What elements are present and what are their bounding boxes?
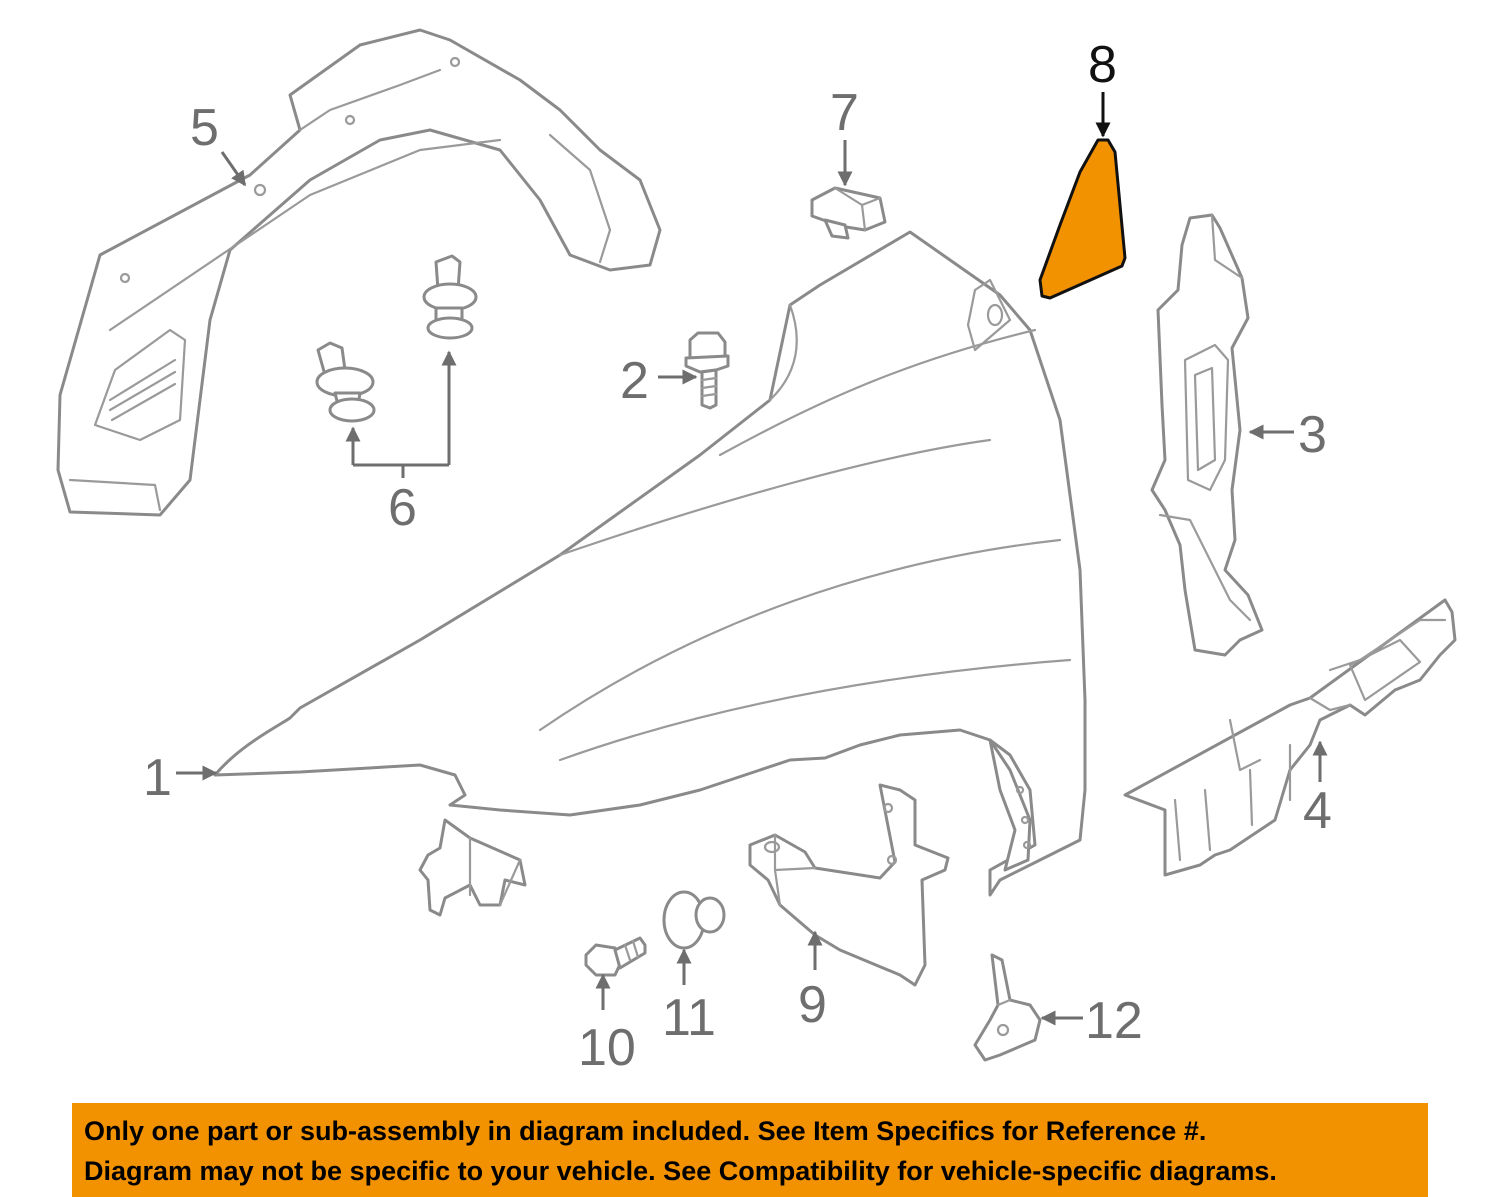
notice-line-2: Diagram may not be specific to your vehi… bbox=[84, 1156, 1277, 1186]
notice-line-1: Only one part or sub-assembly in diagram… bbox=[84, 1116, 1207, 1146]
callout-6: 6 bbox=[388, 479, 417, 537]
part-8-seal-highlighted bbox=[1038, 138, 1127, 300]
part-6-clips bbox=[315, 254, 478, 423]
callout-5: 5 bbox=[190, 99, 219, 157]
part-10-bolt bbox=[584, 936, 647, 977]
leader-lines bbox=[176, 92, 1328, 1026]
part-5-fender-liner bbox=[56, 28, 662, 517]
part-4-apron bbox=[1123, 598, 1457, 877]
callout-4: 4 bbox=[1303, 782, 1332, 840]
callout-9: 9 bbox=[798, 976, 827, 1034]
callout-7: 7 bbox=[830, 84, 859, 142]
callout-10: 10 bbox=[578, 1019, 636, 1077]
part-12-bracket bbox=[973, 953, 1042, 1062]
callout-11: 11 bbox=[662, 989, 716, 1047]
callout-12: 12 bbox=[1085, 992, 1143, 1050]
callout-2: 2 bbox=[620, 352, 649, 410]
part-7-retainer bbox=[810, 186, 887, 240]
callout-8: 8 bbox=[1088, 36, 1117, 94]
part-1-fender bbox=[213, 230, 1087, 917]
parts-diagram: 1 2 3 4 5 6 7 8 9 10 11 12 bbox=[56, 28, 1457, 1077]
part-3-reinforcement bbox=[1150, 213, 1264, 657]
notice-banner: Only one part or sub-assembly in diagram… bbox=[72, 1103, 1428, 1197]
part-2-bolt bbox=[684, 331, 730, 410]
callout-3: 3 bbox=[1298, 406, 1327, 464]
part-11-clip bbox=[662, 890, 726, 950]
part-9-bracket bbox=[748, 783, 950, 987]
callout-1: 1 bbox=[143, 749, 172, 807]
